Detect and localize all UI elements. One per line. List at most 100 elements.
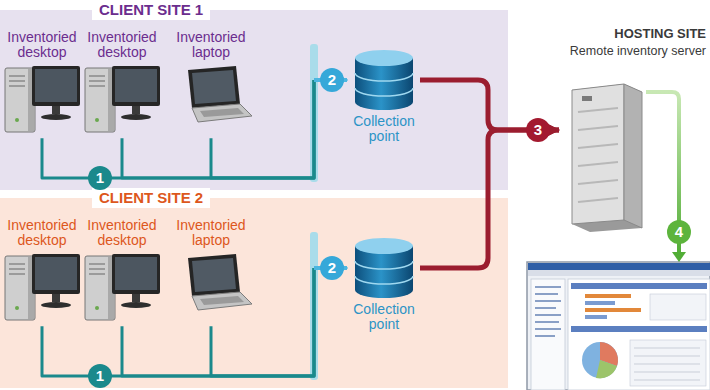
side-panel — [650, 294, 706, 320]
drawing-part — [9, 76, 25, 86]
desktop-node: Inventoried desktop — [82, 218, 162, 326]
drawing-part — [32, 66, 80, 106]
node-label: Inventoried desktop — [2, 218, 82, 248]
nav-pane — [531, 279, 565, 390]
drawing-part — [355, 50, 413, 66]
drawing-part — [572, 84, 624, 224]
collection-point: Collection point — [348, 48, 420, 144]
drawing-part — [5, 68, 35, 132]
site-title: HOSTING SITE — [560, 26, 706, 43]
pie-chart — [582, 342, 618, 378]
node-label: Inventoried desktop — [82, 30, 162, 60]
callout-number: 1 — [88, 364, 112, 388]
drawing-part — [115, 257, 157, 290]
drawing-part — [355, 238, 413, 254]
site-background — [0, 10, 508, 190]
drawing-part — [52, 106, 60, 114]
drawing-part — [192, 104, 252, 122]
desktop-icon — [2, 60, 82, 138]
nav-items — [535, 287, 561, 336]
drawing-part — [572, 84, 642, 232]
drawing-part — [15, 118, 19, 122]
drawing-part — [355, 261, 413, 284]
content-pane — [568, 279, 710, 390]
node-label: Collection point — [348, 114, 420, 144]
node-label: Inventoried desktop — [82, 218, 162, 248]
collection-point: Collection point — [348, 236, 420, 332]
network-line — [42, 80, 314, 178]
pie-slice — [596, 360, 617, 378]
laptop-icon — [168, 248, 254, 326]
title-bar — [528, 263, 710, 270]
callout-number: 2 — [320, 256, 344, 280]
panel-header — [571, 326, 707, 332]
drawing-part — [95, 118, 99, 122]
network-line — [42, 268, 314, 376]
drawing-part — [89, 76, 105, 86]
drawing-part — [121, 302, 151, 308]
drawing-part — [192, 70, 236, 104]
drawing-part — [85, 256, 115, 320]
desktop-node: Inventoried desktop — [82, 30, 162, 138]
laptop-node: Inventoried laptop — [168, 218, 254, 326]
drawing-part — [52, 294, 60, 302]
desktop-icon — [82, 248, 162, 326]
drawing-part — [200, 108, 244, 117]
drawing-part — [121, 114, 151, 120]
drawing-part — [355, 73, 413, 96]
site-region: CLIENT SITE 2Inventoried desktopInventor… — [0, 198, 508, 388]
node-label: Collection point — [348, 302, 420, 332]
panel-header — [571, 283, 707, 289]
server-node: HOSTING SITERemote inventory server — [560, 26, 706, 226]
screen-frame — [527, 262, 710, 390]
drawing-part — [85, 68, 115, 132]
laptop-icon — [168, 60, 254, 138]
drawing-part — [115, 69, 157, 102]
report-screenshot — [527, 262, 710, 390]
drawing-part — [41, 114, 71, 120]
node-label: Remote inventory server — [560, 43, 706, 59]
drawing-part — [112, 254, 160, 294]
chart-bar — [585, 301, 615, 305]
report-arrowhead — [672, 252, 686, 262]
drawing-part — [32, 254, 80, 294]
connector — [420, 130, 559, 268]
drawing-part — [41, 302, 71, 308]
drawing-part — [132, 106, 140, 114]
database-icon — [353, 48, 415, 112]
drawing-part — [200, 296, 244, 305]
transfer-line — [420, 130, 559, 268]
drawing-part — [35, 69, 77, 102]
drawing-part — [95, 306, 99, 310]
drawing-part — [624, 84, 642, 228]
desktop-node: Inventoried desktop — [2, 30, 82, 138]
table-panel — [630, 340, 706, 386]
node-label: Inventoried desktop — [2, 30, 82, 60]
chart-bar — [585, 294, 631, 298]
node-label: Inventoried laptop — [168, 218, 254, 248]
drawing-part — [188, 254, 240, 296]
menu-bar — [528, 270, 710, 276]
server-icon — [564, 82, 644, 234]
site-background — [0, 198, 508, 388]
chart-bar — [585, 315, 607, 319]
drawing-part — [5, 256, 35, 320]
drawing-part — [89, 264, 105, 274]
site-title: CLIENT SITE 2 — [92, 188, 210, 208]
drawing-part — [582, 96, 592, 101]
site-region: CLIENT SITE 1Inventoried desktopInventor… — [0, 10, 508, 190]
drawing-part — [9, 264, 25, 274]
callout-number: 2 — [320, 68, 344, 92]
desktop-node: Inventoried desktop — [2, 218, 82, 326]
table-rows — [634, 348, 700, 380]
callout-number: 3 — [526, 118, 550, 142]
node-label: Inventoried laptop — [168, 30, 254, 60]
drawing-part — [192, 292, 252, 310]
drawing-part — [15, 306, 19, 310]
laptop-node: Inventoried laptop — [168, 30, 254, 138]
drawing-part — [112, 66, 160, 106]
chart-bar — [585, 308, 641, 312]
drawing-part — [132, 294, 140, 302]
drawing-part — [192, 258, 236, 292]
